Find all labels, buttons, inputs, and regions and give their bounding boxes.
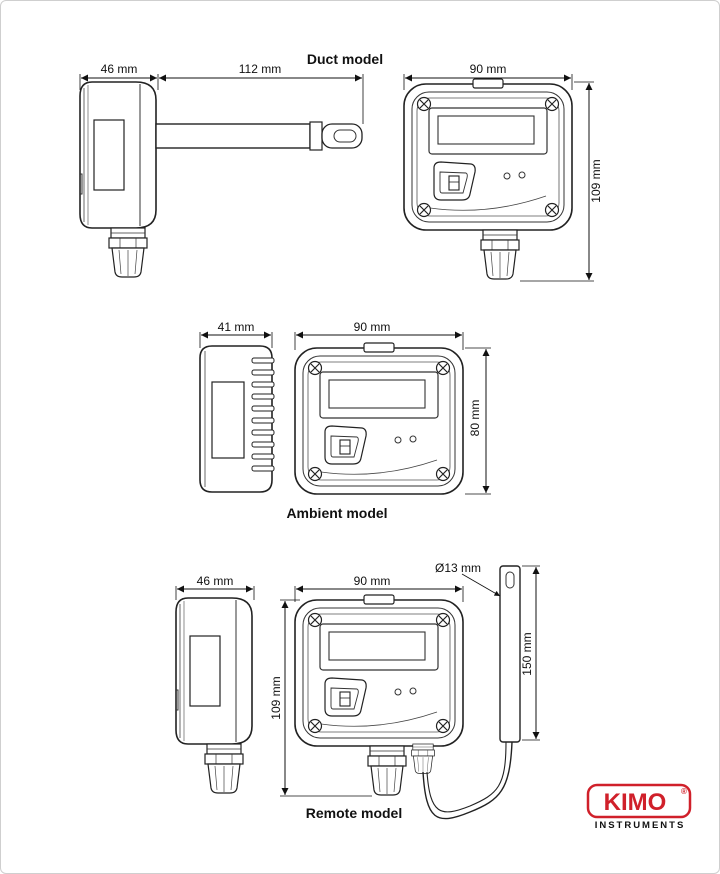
ambient-width-dim: 90 mm [354, 320, 391, 334]
kimo-logo-name: KIMO [604, 789, 667, 816]
remote-side-view [175, 597, 253, 794]
remote-model-title: Remote model [306, 805, 402, 821]
duct-depth-dim: 46 mm [101, 62, 138, 76]
remote-depth-dim: 46 mm [197, 574, 234, 588]
duct-model-title: Duct model [307, 51, 383, 67]
kimo-logo-mark: ® [681, 787, 687, 796]
remote-probe-length-dim: 150 mm [520, 632, 534, 675]
duct-probe-dim: 112 mm [239, 62, 281, 76]
ambient-depth-dim: 41 mm [218, 320, 255, 334]
ambient-model: 41 mm 90 mm 80 mm Ambient model [199, 320, 491, 521]
ambient-height-dim: 80 mm [468, 400, 482, 437]
duct-height-dim: 109 mm [589, 159, 603, 202]
remote-front-view [294, 594, 464, 796]
duct-front-view [403, 78, 573, 280]
ambient-model-title: Ambient model [286, 505, 387, 521]
remote-model: 46 mm Ø13 mm 150 mm 90 mm 109 mm Remote [175, 561, 540, 821]
duct-width-dim: 90 mm [470, 62, 507, 76]
remote-probe [499, 565, 521, 743]
kimo-logo: KIMO ® INSTRUMENTS [586, 783, 692, 831]
remote-width-dim: 90 mm [354, 574, 391, 588]
remote-probe-diameter-dim: Ø13 mm [435, 561, 481, 575]
ambient-side-view [199, 345, 275, 493]
remote-height-dim: 109 mm [269, 676, 283, 719]
duct-side-view [79, 81, 363, 278]
kimo-logo-subtitle: INSTRUMENTS [595, 820, 686, 831]
ambient-front-view [294, 342, 464, 495]
kimo-logo-badge [586, 783, 692, 819]
duct-model: Duct model 46 mm 112 mm 90 mm [79, 51, 603, 282]
